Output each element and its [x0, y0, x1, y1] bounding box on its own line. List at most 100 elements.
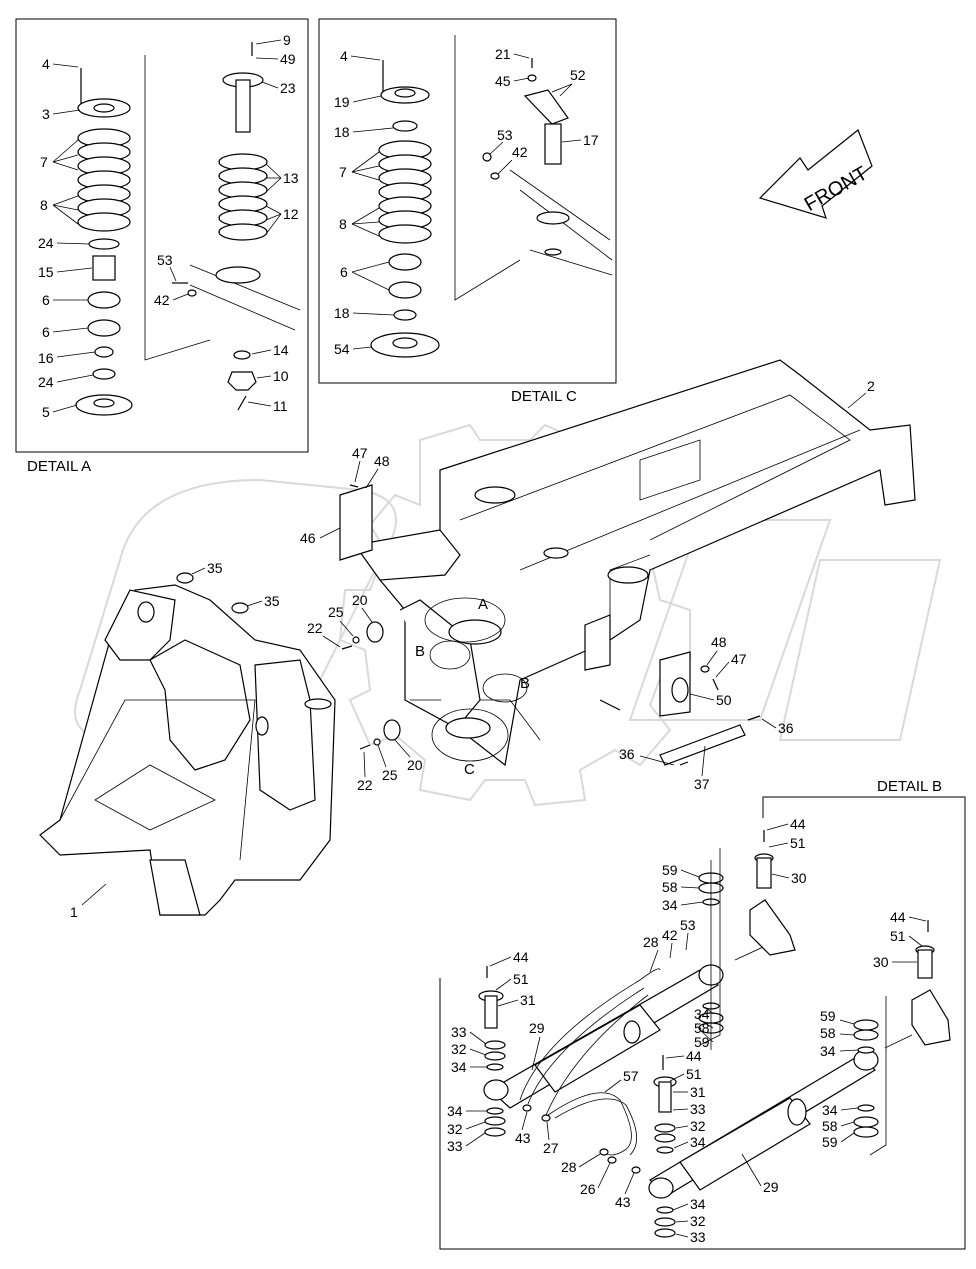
callout-b-34-mid: 34 [694, 1006, 710, 1022]
callout-b-34-bottom: 34 [690, 1196, 706, 1212]
front-arrow: FRONT [758, 129, 873, 219]
detail-b-pin-30-right [869, 920, 951, 1156]
callout-c-21: 21 [495, 46, 511, 62]
callout-c-18-bottom: 18 [334, 305, 350, 321]
main-assembly: A B B C 2 47 48 46 35 35 25 22 20 48 47 [39, 359, 916, 920]
callout-b-58-right-bottom: 58 [822, 1118, 838, 1134]
detail-a-right-stack [172, 42, 301, 411]
callout-b-43-right: 43 [615, 1194, 631, 1210]
callout-a-42: 42 [154, 292, 170, 308]
callout-b-31-mid: 31 [690, 1084, 706, 1100]
callout-a-15: 15 [38, 264, 54, 280]
callout-m-48-right: 48 [711, 634, 727, 650]
callout-b-33-left-top: 33 [451, 1024, 467, 1040]
callout-c-52: 52 [570, 67, 586, 83]
callout-b-51-right: 51 [890, 928, 906, 944]
callout-b-26: 26 [580, 1181, 596, 1197]
callout-b-29-lower: 29 [763, 1179, 779, 1195]
callout-c-8: 8 [339, 216, 347, 232]
front-frame [39, 572, 336, 916]
callout-b-28-lower: 28 [561, 1159, 577, 1175]
callout-c-53: 53 [497, 127, 513, 143]
callout-a-13: 13 [283, 170, 299, 186]
detail-c-callouts: 4 19 18 7 8 6 18 54 21 45 52 [334, 46, 599, 357]
callout-m-22-bottom: 22 [357, 777, 373, 793]
callout-m-36-right: 36 [778, 720, 794, 736]
callout-a-8: 8 [40, 197, 48, 213]
callout-m-25-bottom: 25 [382, 767, 398, 783]
main-small-parts [341, 484, 761, 766]
detail-a: DETAIL A 4 3 7 8 24 15 6 6 16 24 [15, 18, 309, 475]
callout-m-22-top: 22 [307, 620, 323, 636]
callout-a-24-top: 24 [38, 235, 54, 251]
detail-b-title: DETAIL B [877, 778, 942, 795]
callout-c-17: 17 [583, 132, 599, 148]
callout-m-46: 46 [300, 530, 316, 546]
section-marker-a: A [478, 596, 488, 613]
callout-m-47-top: 47 [352, 445, 368, 461]
detail-a-title: DETAIL A [27, 458, 91, 475]
section-marker-circles [424, 597, 528, 762]
callout-b-44-right: 44 [890, 909, 906, 925]
callout-m-50: 50 [716, 692, 732, 708]
detail-c-title: DETAIL C [511, 388, 577, 405]
callout-a-9: 9 [283, 32, 291, 48]
callout-m-36-left: 36 [619, 746, 635, 762]
detail-b-upper-cylinder [483, 964, 724, 1121]
callout-b-51-left: 51 [513, 971, 529, 987]
callout-b-27: 27 [543, 1140, 559, 1156]
callout-a-23: 23 [280, 80, 296, 96]
callout-b-32-left-bottom: 32 [447, 1121, 463, 1137]
callout-a-3: 3 [42, 106, 50, 122]
rear-frame [339, 359, 916, 767]
detail-b-callouts: 44 51 30 59 58 34 28 42 53 44 51 31 29 [447, 816, 927, 1245]
detail-b-frame [439, 796, 966, 1250]
callout-b-34-mid-2: 34 [690, 1134, 706, 1150]
callout-a-12: 12 [283, 206, 299, 222]
callout-b-51-mid: 51 [686, 1066, 702, 1082]
main-callouts: 2 47 48 46 35 35 25 22 20 48 47 50 36 [70, 378, 875, 920]
detail-b-right-stack [853, 1019, 879, 1138]
detail-b-pin-left [478, 966, 506, 1137]
detail-a-callouts: 4 3 7 8 24 15 6 6 16 24 5 9 [38, 32, 299, 420]
detail-a-frame [15, 18, 309, 453]
detail-b-pin-30-upper [699, 830, 796, 1046]
callout-a-6-lower: 6 [42, 324, 50, 340]
callout-a-7: 7 [40, 154, 48, 170]
callout-b-34-top: 34 [662, 897, 678, 913]
callout-c-19: 19 [334, 94, 350, 110]
detail-c: DETAIL C 4 19 18 7 8 6 18 54 21 45 [318, 18, 617, 405]
callout-m-35-right: 35 [264, 593, 280, 609]
callout-a-24-bottom: 24 [38, 374, 54, 390]
callout-m-25-top: 25 [328, 604, 344, 620]
callout-a-16: 16 [38, 350, 54, 366]
callout-a-49: 49 [280, 51, 296, 67]
detail-b-pin-middle [653, 1055, 677, 1238]
callout-b-30-upper: 30 [791, 870, 807, 886]
callout-b-44-left: 44 [513, 949, 529, 965]
detail-b-lower-cylinder [648, 1049, 879, 1199]
callout-b-33-left-bottom: 33 [447, 1138, 463, 1154]
detail-b-upper-stack [698, 860, 724, 1050]
callout-b-44-upper: 44 [790, 816, 806, 832]
callout-b-32-mid: 32 [690, 1118, 706, 1134]
front-arrow-icon [758, 129, 873, 219]
callout-a-11: 11 [273, 398, 288, 414]
callout-a-14: 14 [273, 342, 289, 358]
detail-a-left-stack [75, 68, 133, 416]
section-marker-c: C [464, 761, 475, 778]
callout-b-57: 57 [623, 1068, 639, 1084]
section-marker-b-left: B [415, 643, 425, 660]
callout-m-47-right: 47 [731, 651, 747, 667]
callout-b-59-mid: 59 [694, 1034, 710, 1050]
callout-b-59-right-top: 59 [820, 1008, 836, 1024]
callout-b-53: 53 [680, 917, 696, 933]
callout-m-37: 37 [694, 776, 710, 792]
callout-b-51-upper: 51 [790, 835, 806, 851]
callout-b-44-mid: 44 [686, 1048, 702, 1064]
callout-b-59-right-bottom: 59 [822, 1134, 838, 1150]
callout-b-32-left-top: 32 [451, 1041, 467, 1057]
detail-c-left-stack [370, 60, 440, 358]
callout-b-34-right-top: 34 [820, 1043, 836, 1059]
